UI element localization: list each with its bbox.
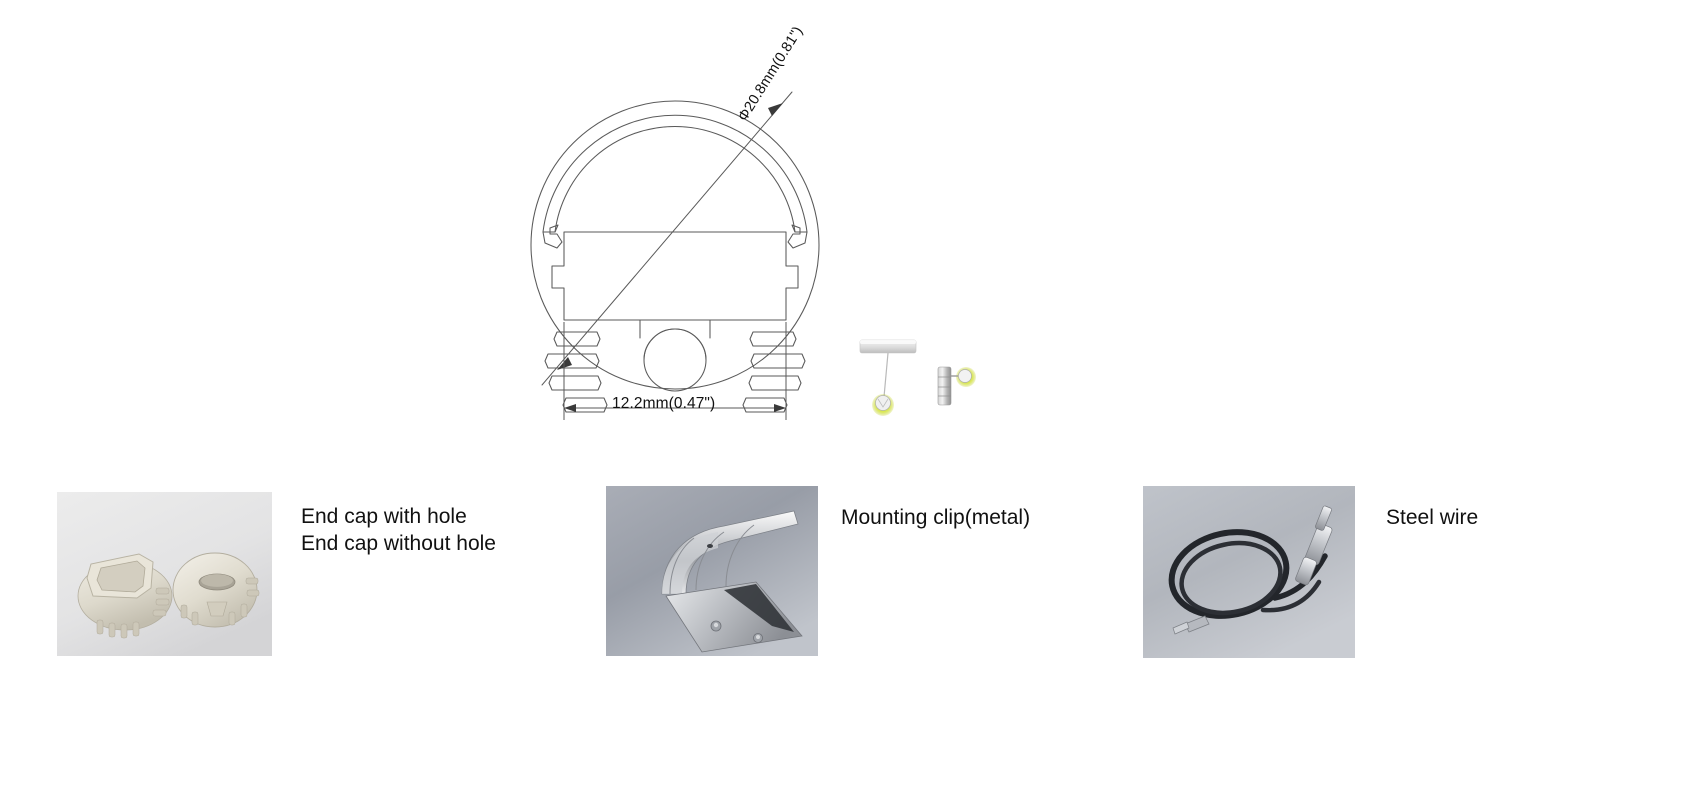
suspension-wire — [883, 352, 889, 398]
mounting-clip-caption-line-1: Mounting clip(metal) — [841, 506, 1031, 529]
cable-coil — [1168, 529, 1290, 619]
arrowhead-width-right — [774, 404, 786, 412]
cooling-fin-left-3 — [548, 375, 602, 391]
width-dimension-group — [563, 322, 787, 420]
profile-outer-circle — [530, 100, 820, 390]
width-dimension-label: 12.2mm(0.47") — [612, 395, 716, 412]
end-cap-caption-line-1: End cap with hole — [301, 505, 467, 528]
cooling-fin-right-1 — [749, 331, 797, 347]
cable-bore-top-arc — [643, 328, 707, 361]
cooling-fin-right-2 — [750, 353, 806, 369]
end-cap-with-hole — [172, 552, 260, 628]
clip-base-plate — [665, 581, 803, 653]
end-cap-caption-line-2: End cap without hole — [301, 532, 496, 555]
diffuser-dome-outer — [542, 114, 808, 233]
cable-tail-secondary — [1260, 579, 1322, 613]
wire-gripper-fitting — [1295, 505, 1333, 586]
led-strip-channel — [551, 231, 799, 321]
end-cap-photo — [57, 492, 272, 656]
steel-wire-caption: Steel wire — [1386, 504, 1478, 531]
steel-wire-photo — [1143, 486, 1355, 658]
cable-end-terminal — [1172, 615, 1210, 635]
cooling-fin-left-1 — [553, 331, 601, 347]
diameter-leader-line — [541, 91, 793, 386]
cooling-fin-right-4 — [742, 397, 788, 413]
end-cap-open — [77, 553, 173, 639]
diffuser-dome-inner — [554, 126, 796, 233]
mounting-clip-photo — [606, 486, 818, 656]
width-dimension-arrows — [564, 404, 786, 412]
mounting-clip-caption: Mounting clip(metal) — [841, 504, 1030, 531]
diffuser-latch-left — [542, 224, 563, 249]
steel-wire-caption-line-1: Steel wire — [1386, 506, 1479, 529]
diameter-leader-arrows — [557, 103, 783, 370]
arrowhead-width-left — [564, 404, 576, 412]
end-cap-caption: End cap with hole End cap without hole — [301, 503, 496, 557]
arrowhead-upper-right — [768, 103, 783, 116]
suspension-kit-detail — [859, 339, 976, 416]
cooling-fin-left-4 — [562, 397, 608, 413]
wire-gripper-left — [872, 394, 894, 416]
cooling-fin-left-2 — [544, 353, 600, 369]
ceiling-canopy — [859, 339, 917, 354]
cooling-fin-right-3 — [748, 375, 802, 391]
clip-saddle — [661, 510, 799, 595]
wire-gripper-right — [937, 366, 976, 406]
profile-cross-section-drawing — [530, 91, 820, 420]
diffuser-latch-right — [787, 224, 808, 249]
